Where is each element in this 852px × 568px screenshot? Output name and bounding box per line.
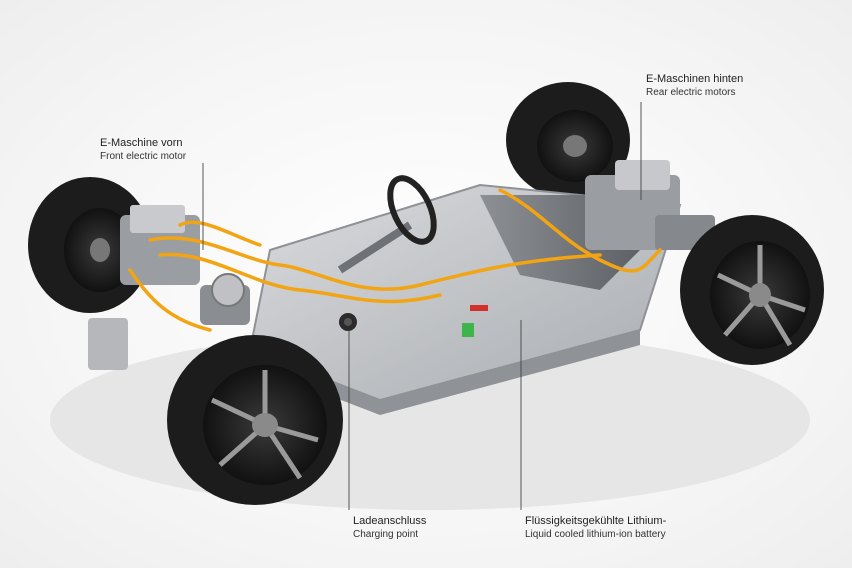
high-voltage-cables [128,188,662,332]
front-motor-callout: E-Maschine vorn Front electric motor [100,136,186,164]
front-motor-assembly [88,205,250,370]
battery-tray [248,183,682,415]
battery-callout: Flüssigkeitsgekühlte Lithium- Liquid coo… [525,514,666,542]
front-motor-label-de: E-Maschine vorn [100,137,183,149]
front-right-wheel [167,335,343,505]
rear-left-wheel [506,82,630,198]
charging-port [339,313,357,331]
red-label-icon [470,305,488,311]
green-label-icon [462,323,474,337]
rear-motors-callout: E-Maschinen hinten Rear electric motors [646,72,743,100]
battery-label-de: Flüssigkeitsgekühlte Lithium- [525,515,667,527]
charging-point-label-de: Ladeanschluss [353,515,427,527]
rear-motors-assembly [585,160,715,250]
charging-point-label-en: Charging point [353,529,419,540]
rear-motors-label-en: Rear electric motors [646,87,736,98]
steering-wheel [337,175,437,274]
battery-label-en: Liquid cooled lithium-ion battery [525,529,666,540]
rear-motors-label-de: E-Maschinen hinten [646,73,744,85]
rear-right-wheel [680,215,824,365]
charging-point-callout: Ladeanschluss Charging point [353,514,426,542]
front-motor-label-en: Front electric motor [100,151,187,162]
